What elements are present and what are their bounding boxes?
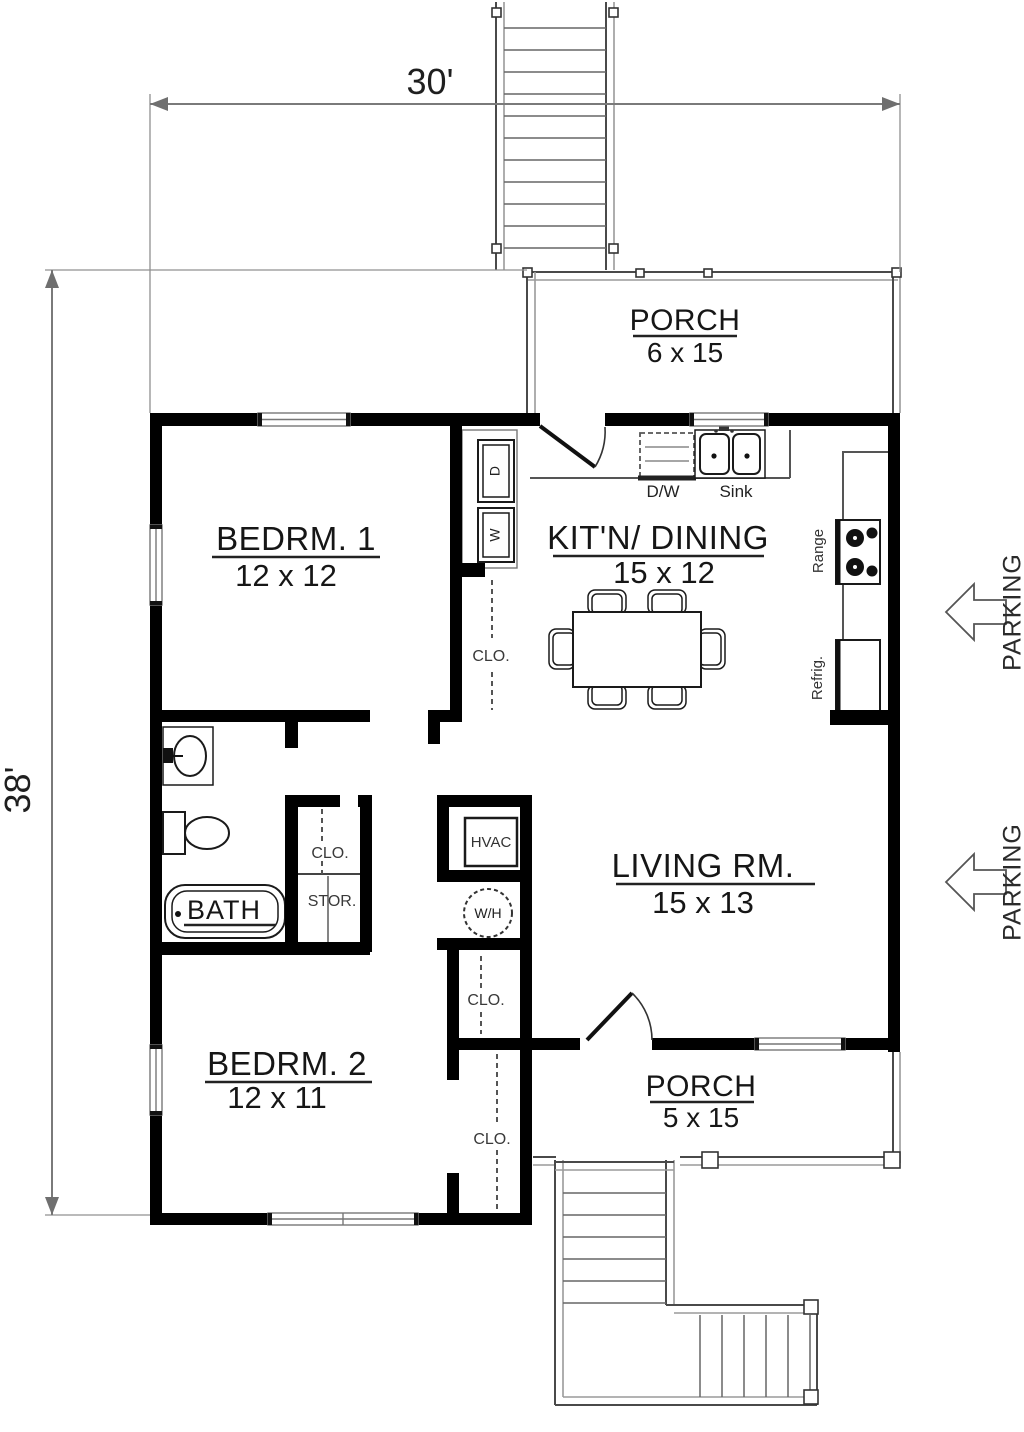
porch-bottom-name: PORCH (646, 1070, 757, 1103)
dimension-width: 30' (149, 61, 901, 413)
closet-label: CLO. (467, 992, 504, 1009)
parking-arrow-icon (944, 851, 1007, 913)
water-heater-label: W/H (474, 905, 501, 921)
refrigerator (835, 639, 881, 714)
upper-exterior-stairs (491, 2, 619, 270)
storage-label: STOR. (308, 893, 357, 910)
kitchen-sink (694, 426, 766, 479)
exterior-walls (150, 413, 900, 1225)
dimension-height: 38' (0, 269, 527, 1216)
dining-chair (647, 684, 687, 710)
dining-chair (548, 628, 576, 670)
parking-indicator-2: PARKING (944, 823, 1024, 941)
sink-label: Sink (719, 482, 753, 501)
closet-label: CLO. (311, 845, 348, 862)
fixture-labels: D/W Sink Range Refrig. D W HVAC W/H CLO.… (308, 466, 827, 1148)
refrigerator-label: Refrig. (809, 656, 826, 700)
hvac-label: HVAC (471, 834, 512, 851)
bath-lavatory (162, 726, 214, 786)
bath-name: BATH (187, 895, 261, 925)
dining-set (548, 589, 726, 710)
window (257, 412, 351, 427)
lower-exterior-stairs (554, 1160, 819, 1406)
dining-chair (647, 589, 687, 615)
parking-label: PARKING (999, 823, 1024, 941)
laundry-nook (461, 429, 518, 569)
window (267, 1212, 419, 1226)
porch-top-railing (522, 267, 902, 413)
range-label: Range (810, 529, 827, 573)
kitchen-size: 15 x 12 (613, 555, 715, 590)
water-heater (463, 888, 513, 938)
closet-label: CLO. (472, 648, 509, 665)
parking-indicator-1: PARKING (944, 553, 1024, 671)
room-labels: PORCH 6 x 15 BEDRM. 1 12 x 12 KIT'N/ DIN… (184, 304, 815, 1133)
dining-table (572, 611, 702, 688)
dishwasher (638, 432, 696, 481)
faucet-icon (714, 426, 734, 433)
living-size: 15 x 13 (652, 885, 754, 920)
range (835, 519, 881, 585)
porch-top-name: PORCH (630, 304, 741, 337)
dryer-label: D (487, 466, 503, 476)
bedroom1-name: BEDRM. 1 (216, 520, 376, 557)
dining-chair (587, 684, 627, 710)
window (689, 412, 769, 427)
kitchen-name: KIT'N/ DINING (547, 519, 769, 556)
back-door (538, 424, 606, 469)
porch-bottom-size: 5 x 15 (663, 1102, 739, 1133)
washer-label: W (487, 528, 503, 542)
dryer-box (477, 439, 515, 503)
dimension-width-label: 30' (407, 61, 454, 102)
dishwasher-label: D/W (646, 482, 679, 501)
bedroom2-name: BEDRM. 2 (207, 1045, 367, 1082)
hvac-unit (463, 816, 519, 868)
dining-chair (698, 628, 726, 670)
front-door (585, 991, 653, 1042)
closet-label: CLO. (473, 1131, 510, 1148)
parking-label: PARKING (999, 553, 1024, 671)
porch-top-size: 6 x 15 (647, 337, 723, 368)
washer-box (477, 507, 515, 563)
bedroom2-size: 12 x 11 (227, 1080, 326, 1115)
living-name: LIVING RM. (612, 847, 795, 884)
dimension-height-label: 38' (0, 767, 38, 814)
window (149, 1044, 163, 1116)
toilet (162, 811, 230, 855)
windows (149, 412, 846, 1226)
window (754, 1037, 846, 1051)
parking-arrow-icon (944, 581, 1007, 643)
porch-bottom-railing (533, 1052, 901, 1169)
closet-doors (321, 580, 498, 1210)
bedroom1-size: 12 x 12 (235, 558, 337, 593)
dining-chair (587, 589, 627, 615)
interior-walls (150, 426, 890, 1213)
window (149, 524, 163, 606)
